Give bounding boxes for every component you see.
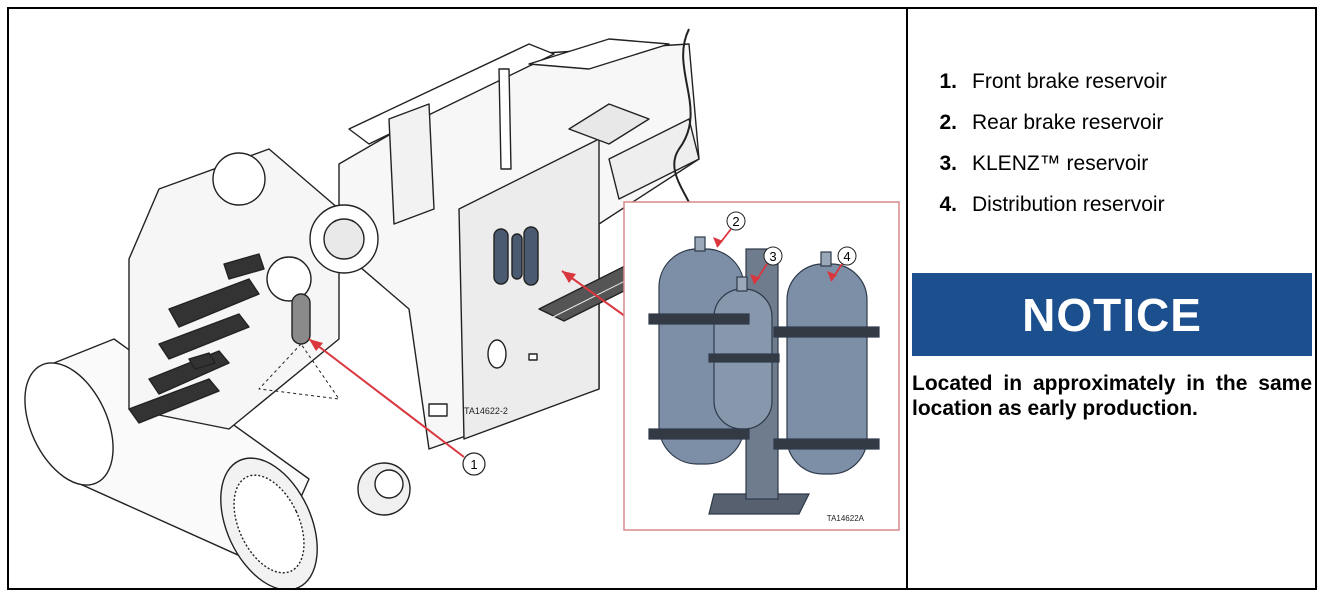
callout-4: 4 <box>843 249 850 264</box>
legend-item: 4. Distribution reservoir <box>908 184 1308 225</box>
content-frame: 1 <box>7 7 1317 590</box>
callout-2: 2 <box>732 214 739 229</box>
legend-item-number: 2. <box>939 110 957 134</box>
legend-item: 3. KLENZ™ reservoir <box>908 143 1308 184</box>
inset-figure-ref: TA14622A <box>827 514 865 523</box>
legend-item-number: 4. <box>939 192 957 216</box>
machine-drawing: 1 <box>24 28 900 588</box>
callout-1: 1 <box>470 457 477 472</box>
legend-item: 1. Front brake reservoir <box>908 61 1308 102</box>
legend-item-label: Rear brake reservoir <box>972 110 1164 134</box>
machine-illustration: 1 <box>9 9 906 588</box>
parts-legend: 1. Front brake reservoir 2. Rear brake r… <box>908 61 1308 225</box>
panel-divider <box>906 9 908 588</box>
legend-item-label: Front brake reservoir <box>972 69 1167 93</box>
legend-item-number: 1. <box>939 69 957 93</box>
legend-item-label: Distribution reservoir <box>972 192 1165 216</box>
notice-banner: NOTICE <box>912 273 1312 356</box>
legend-item-number: 3. <box>939 151 957 175</box>
notice-text: Located in approximately in the same loc… <box>912 372 1312 420</box>
main-figure-ref: TA14622-2 <box>464 406 508 416</box>
legend-item-label: KLENZ™ reservoir <box>972 151 1149 175</box>
legend-panel: 1. Front brake reservoir 2. Rear brake r… <box>908 9 1315 588</box>
callout-3: 3 <box>769 249 776 264</box>
notice-title: NOTICE <box>1022 288 1202 341</box>
legend-item: 2. Rear brake reservoir <box>908 102 1308 143</box>
